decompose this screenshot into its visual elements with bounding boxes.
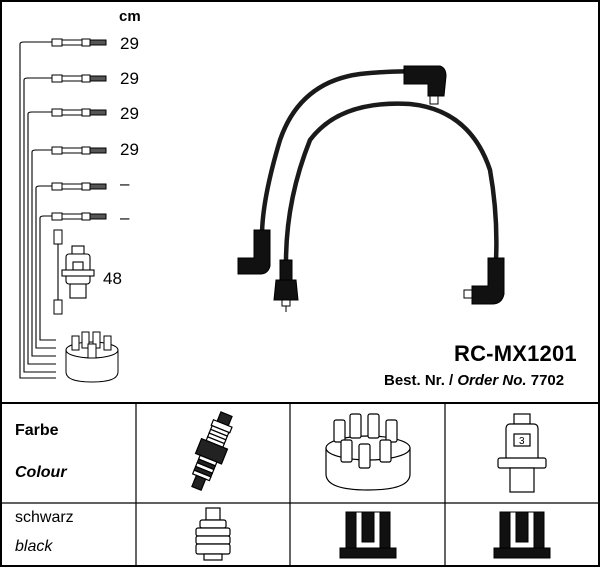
distributor-cap-icon <box>325 413 411 491</box>
table-grid <box>1 403 599 567</box>
coil-wire-length: 48 <box>103 269 122 288</box>
coil-lead <box>53 229 63 315</box>
wire-length-5: – <box>120 174 130 193</box>
wire-schematic <box>19 41 56 379</box>
wire-length-4: 29 <box>120 140 139 159</box>
connector-3 <box>51 108 107 117</box>
ignition-coil-icon: 3 <box>497 413 547 493</box>
svg-text:3: 3 <box>519 436 525 447</box>
cable-1 <box>259 69 419 237</box>
order-prefix: Best. Nr. / <box>384 372 454 389</box>
unit-label: cm <box>119 8 141 25</box>
connector-4 <box>51 146 107 155</box>
angled-boot-top <box>403 65 447 105</box>
header-label-en: Colour <box>15 464 67 481</box>
cable-2 <box>283 101 499 263</box>
angled-boot-left <box>237 229 271 275</box>
wire-length-6: – <box>120 208 130 227</box>
order-number-line: Best. Nr. / Order No. 7702 <box>384 372 564 389</box>
color-label-de: schwarz <box>15 509 74 526</box>
cable-illustration <box>237 65 505 312</box>
boot-angled-black-icon-1 <box>339 511 397 559</box>
spark-plug-icon <box>191 411 233 492</box>
wire-length-1: 29 <box>120 34 139 53</box>
straight-boot-center <box>273 259 299 312</box>
small-distributor-cap-icon <box>65 331 119 383</box>
connector-2 <box>51 74 107 83</box>
small-coil-icon <box>61 245 95 299</box>
angled-boot-right <box>463 257 505 305</box>
boot-angled-black-icon-2 <box>493 511 551 559</box>
header-label-de: Farbe <box>15 422 59 439</box>
connector-5 <box>51 182 107 191</box>
connector-6 <box>51 212 107 221</box>
wire-length-3: 29 <box>120 104 139 123</box>
color-label-en: black <box>15 538 53 555</box>
order-label-en: Order No. <box>457 372 527 389</box>
connector-1 <box>51 38 107 47</box>
cable-connector-row <box>51 38 107 221</box>
boot-straight-black-icon <box>195 507 231 561</box>
wire-length-2: 29 <box>120 69 139 88</box>
product-code: RC-MX1201 <box>454 341 577 366</box>
order-number: 7702 <box>530 372 565 389</box>
